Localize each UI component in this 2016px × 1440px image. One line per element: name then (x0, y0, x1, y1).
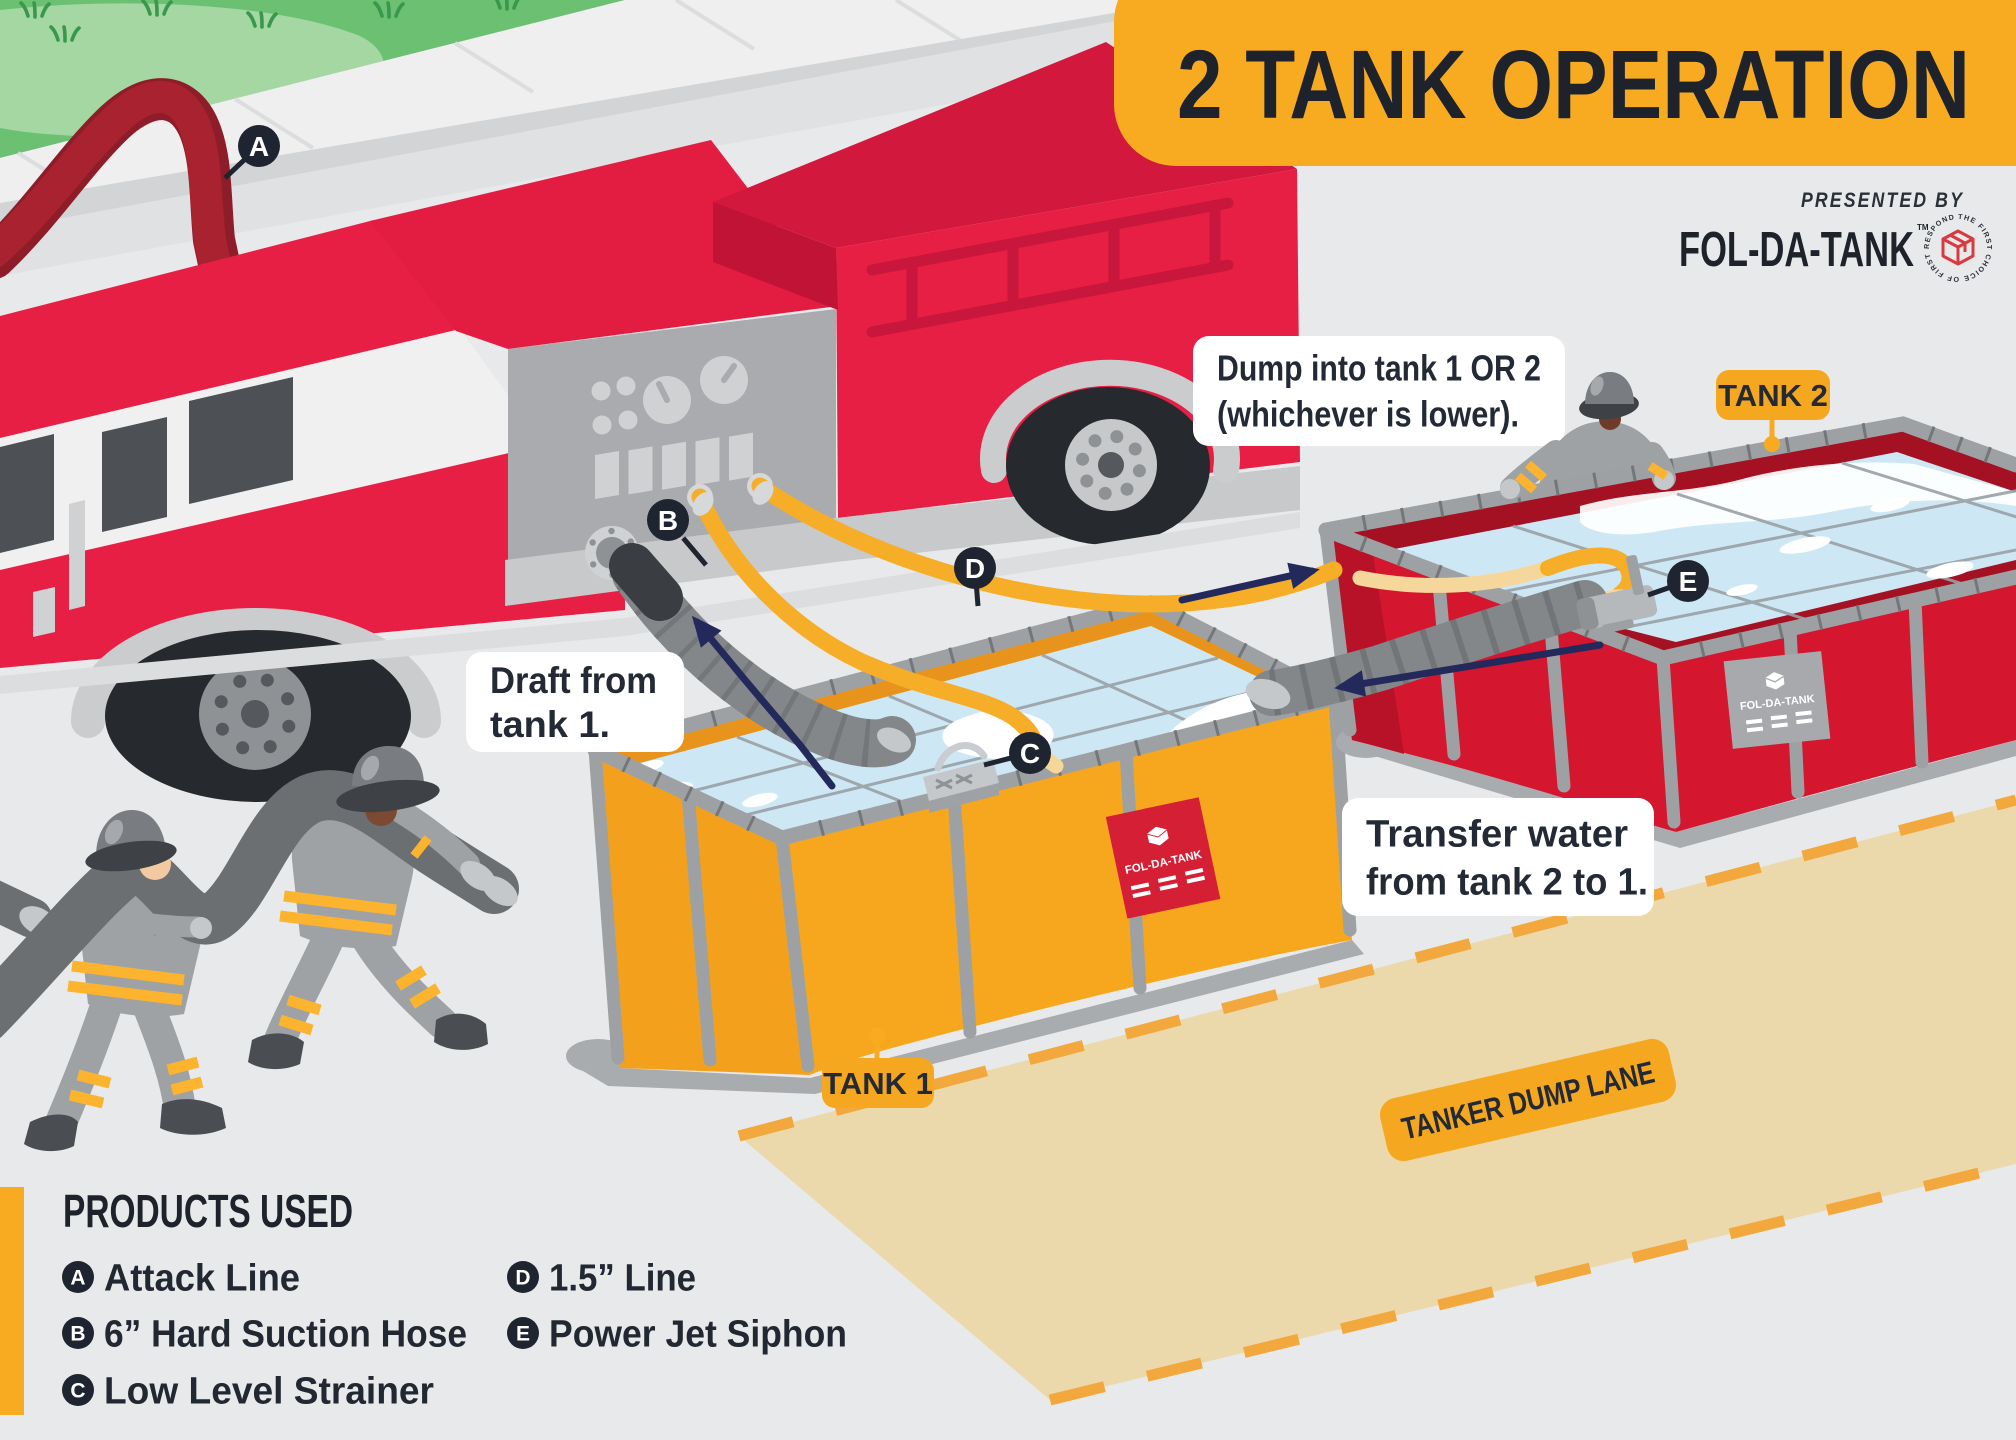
svg-text:C: C (1020, 738, 1040, 769)
svg-text:TANK 2: TANK 2 (1718, 378, 1828, 413)
svg-text:2 TANK OPERATION: 2 TANK OPERATION (1177, 30, 1970, 139)
svg-text:A: A (70, 1267, 85, 1290)
svg-text:(whichever is lower).: (whichever is lower). (1217, 394, 1519, 435)
svg-text:E: E (1679, 566, 1698, 597)
svg-text:A: A (249, 131, 269, 162)
svg-text:TM: TM (1917, 223, 1929, 232)
svg-text:Draft from: Draft from (490, 660, 657, 701)
svg-text:B: B (70, 1323, 85, 1346)
svg-text:E: E (516, 1323, 530, 1346)
svg-text:6” Hard Suction Hose: 6” Hard Suction Hose (104, 1314, 467, 1356)
svg-text:PRODUCTS USED: PRODUCTS USED (63, 1185, 353, 1237)
svg-text:1.5” Line: 1.5” Line (549, 1258, 696, 1300)
svg-text:PRESENTED BY: PRESENTED BY (1801, 189, 1964, 212)
svg-text:tank 1.: tank 1. (490, 704, 610, 745)
svg-text:D: D (965, 553, 985, 584)
svg-text:C: C (70, 1380, 85, 1403)
svg-text:FOL-DA-TANK: FOL-DA-TANK (1679, 223, 1914, 277)
svg-text:Attack Line: Attack Line (104, 1258, 300, 1300)
svg-text:from tank 2 to 1.: from tank 2 to 1. (1366, 861, 1648, 903)
svg-text:Transfer water: Transfer water (1366, 813, 1628, 855)
svg-text:D: D (515, 1267, 530, 1290)
svg-text:B: B (658, 505, 678, 536)
svg-text:Low Level Strainer: Low Level Strainer (104, 1371, 434, 1413)
svg-text:TANK 1: TANK 1 (823, 1066, 933, 1101)
svg-text:Power Jet Siphon: Power Jet Siphon (549, 1314, 847, 1356)
svg-text:Dump into tank 1 OR 2: Dump into tank 1 OR 2 (1217, 348, 1541, 389)
